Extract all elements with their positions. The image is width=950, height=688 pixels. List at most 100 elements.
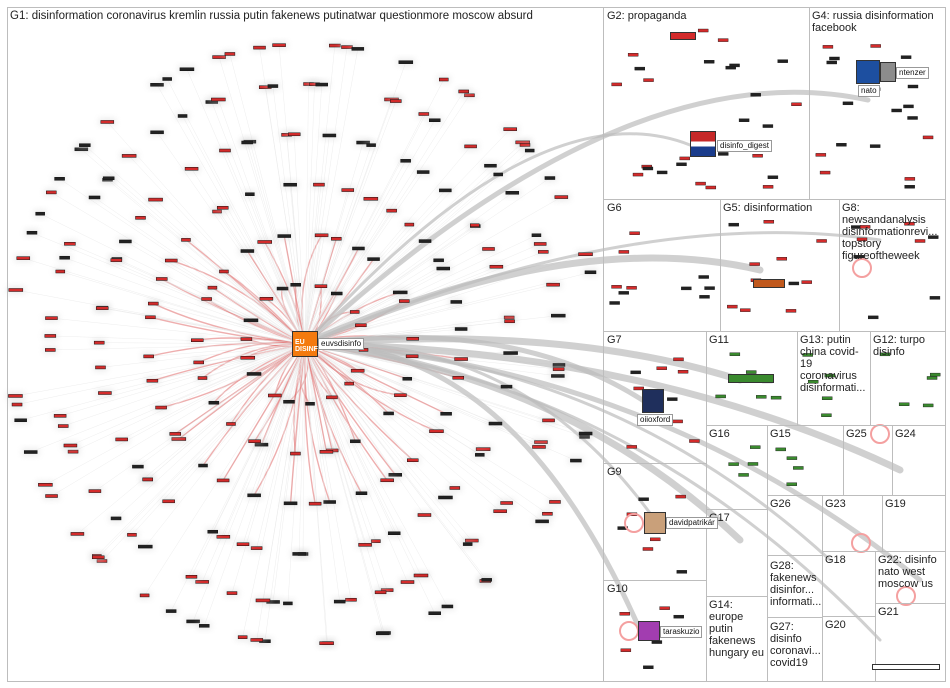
taraskuzio-avatar-icon[interactable] (638, 621, 660, 641)
edge-line (156, 132, 306, 345)
davidpatrikar-label: davidpatrikár (666, 517, 718, 529)
node-mark (489, 264, 504, 269)
node-mark (740, 308, 751, 312)
node-mark (729, 63, 740, 68)
node-mark (815, 153, 827, 157)
node-mark (292, 552, 306, 556)
node-mark (219, 269, 229, 274)
node-mark (533, 242, 547, 246)
node-mark (454, 357, 468, 361)
node-mark (679, 156, 690, 161)
node-mark (246, 372, 262, 376)
node-mark (155, 405, 167, 410)
node-mark (164, 258, 178, 263)
edge-line (304, 95, 470, 345)
edge-line (304, 343, 576, 461)
edge-line (304, 48, 359, 345)
node-mark (185, 574, 198, 579)
node-mark (475, 447, 491, 451)
node-mark (738, 473, 749, 477)
node-mark (195, 580, 209, 584)
group-frame-g21 (875, 603, 946, 682)
node-mark (70, 532, 85, 536)
node-mark (132, 464, 144, 469)
edge-line (204, 343, 306, 626)
node-mark (392, 290, 408, 295)
edge-line (304, 190, 348, 345)
hub-logo-text: EU DISINFO (295, 339, 324, 353)
edge-line (304, 343, 381, 593)
edge-line (304, 343, 543, 522)
euvsdisinfo-hub-icon[interactable]: EU DISINFO (292, 331, 323, 357)
edge-line (94, 343, 306, 492)
node-mark (728, 462, 739, 466)
edge-line (304, 343, 549, 421)
edge-line (304, 84, 322, 345)
node-mark (110, 516, 122, 521)
group-label-g23: G23 (825, 498, 846, 510)
node-mark (193, 360, 204, 365)
node-mark (656, 366, 667, 370)
node-mark (95, 306, 109, 310)
node-mark (767, 175, 779, 179)
node-mark (150, 83, 164, 87)
group-label-g7: G7 (607, 334, 622, 346)
edge-line (231, 343, 306, 594)
disinfo-digest-avatar-icon[interactable] (690, 131, 716, 157)
edge-line (304, 343, 501, 512)
edge-line (140, 217, 306, 345)
edge-line (298, 343, 306, 554)
node-mark (290, 283, 301, 287)
edge-line (128, 155, 306, 345)
edge-line (84, 145, 306, 345)
edge-line (264, 343, 306, 642)
node-mark (793, 466, 804, 470)
node-mark (633, 386, 644, 391)
node-mark (542, 418, 555, 423)
node-mark (462, 542, 473, 546)
edge-line (222, 207, 306, 345)
edge-line (304, 343, 435, 614)
nato-logo-icon[interactable] (856, 60, 880, 84)
davidpatrikar-avatar-icon[interactable] (644, 512, 666, 534)
edge-line (304, 210, 392, 345)
node-mark (93, 340, 105, 345)
group-label-g12: G12: turpo disinfo (873, 334, 925, 358)
node-mark (546, 282, 560, 287)
node-mark (484, 163, 497, 168)
node-mark (207, 285, 218, 290)
edge-line (304, 198, 372, 345)
node-mark (859, 225, 871, 229)
node-mark (629, 231, 640, 235)
edge-line (59, 178, 306, 345)
ntenzer-avatar-icon[interactable] (880, 62, 896, 82)
group-frame-g4 (809, 7, 946, 200)
node-mark (91, 555, 105, 560)
node-mark (305, 402, 315, 406)
hub-edge (185, 239, 306, 345)
node-mark (241, 140, 253, 145)
edge-line (304, 343, 340, 602)
node-mark (67, 449, 79, 454)
oiioxford-logo-icon[interactable] (642, 389, 664, 413)
node-mark (216, 206, 229, 210)
node-mark (319, 641, 334, 645)
edge-line (304, 62, 406, 345)
node-mark (162, 77, 172, 81)
edge-line (304, 343, 548, 514)
edge-line (153, 303, 306, 345)
edge-line (304, 343, 388, 481)
group-label-g24: G24 (895, 428, 916, 440)
edge-line (304, 343, 472, 541)
node-mark (611, 285, 622, 289)
node-mark (308, 501, 322, 506)
edge-line (304, 343, 352, 600)
node-mark (138, 544, 153, 549)
group-label-g22: G22: disinfo nato west moscow us (878, 554, 937, 590)
node-mark (64, 242, 76, 246)
edge-line (253, 343, 306, 496)
edge-line (60, 343, 306, 417)
node-mark (276, 286, 289, 291)
node-mark (8, 394, 23, 398)
node-mark (23, 450, 38, 454)
